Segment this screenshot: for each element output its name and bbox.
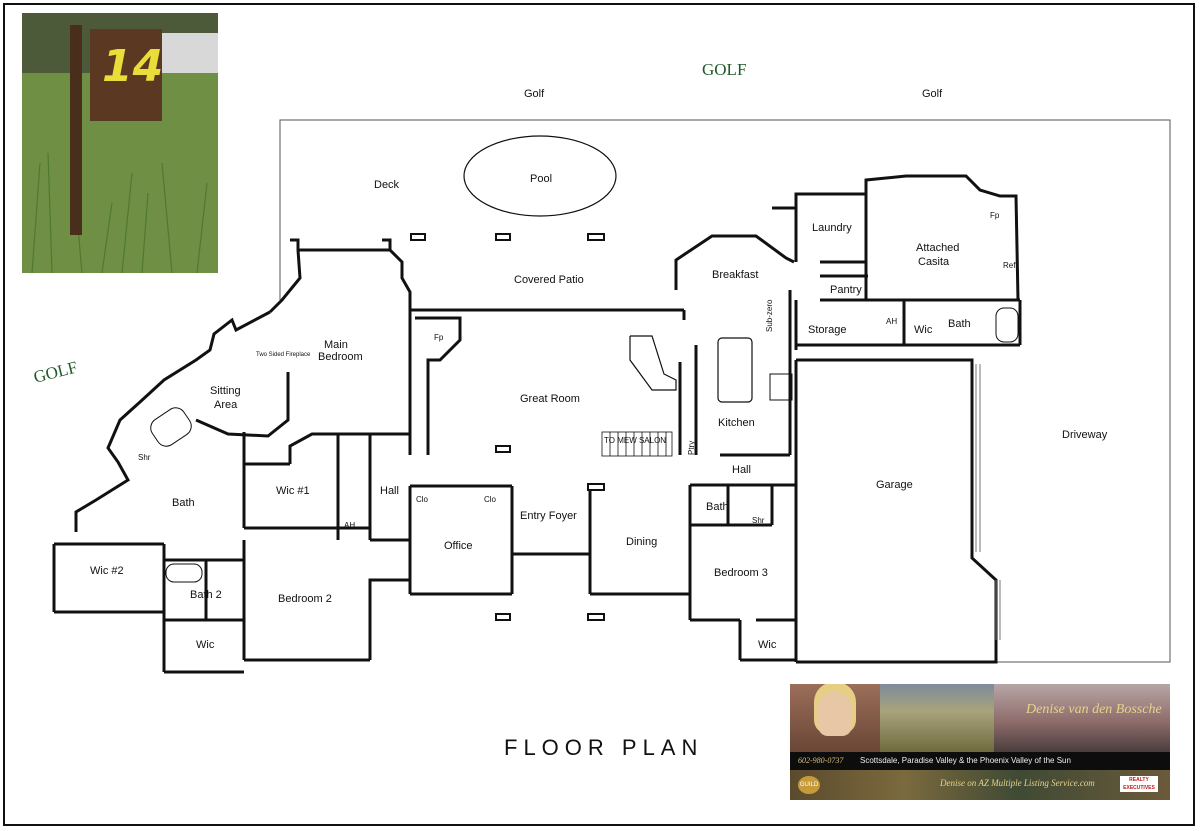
- ah-left-label: AH: [344, 521, 355, 530]
- golf-label-left: Golf: [524, 88, 545, 100]
- sitting-area-label-1: Sitting: [210, 385, 241, 397]
- wic-3-label: Wic: [758, 639, 777, 651]
- office-label: Office: [444, 540, 473, 552]
- shower-3-label: Shr: [752, 516, 765, 525]
- sub-zero-label: Sub-zero: [765, 299, 774, 332]
- desert-photo: [880, 684, 994, 752]
- banner-strip: 602-980-0737 Scottsdale, Paradise Valley…: [790, 752, 1170, 770]
- casita-bath-label: Bath: [948, 318, 971, 330]
- agent-phone: 602-980-0737: [798, 756, 844, 765]
- banner-bottom: Denise on AZ Multiple Listing Service.co…: [790, 770, 1170, 800]
- pool-outline: [463, 135, 617, 217]
- main-bedroom-label-1: Main: [324, 339, 348, 351]
- page-frame: [3, 3, 1195, 826]
- lot-number-label: 14: [102, 41, 164, 92]
- dining-label: Dining: [626, 536, 657, 548]
- mls-tagline: Denise on AZ Multiple Listing Service.co…: [940, 778, 1095, 788]
- attached-casita-label-1: Attached: [916, 242, 959, 254]
- bath-2-label: Bath 2: [190, 589, 222, 601]
- wic-2-label: Wic #2: [90, 565, 124, 577]
- refrigerator-label: Ref: [1003, 261, 1016, 270]
- casita-ah-label: AH: [886, 317, 897, 326]
- golf-label-right: Golf: [922, 88, 943, 100]
- hall-right-label: Hall: [732, 464, 751, 476]
- laundry-label: Laundry: [812, 222, 852, 234]
- great-room-label: Great Room: [520, 393, 580, 405]
- breakfast-label: Breakfast: [712, 269, 758, 281]
- golf-label-top: GOLF: [702, 60, 747, 79]
- wic-bedroom-2-label: Wic: [196, 639, 215, 651]
- pool-label: Pool: [530, 173, 552, 185]
- agent-banner: Denise van den Bossche 602-980-0737 Scot…: [790, 684, 1170, 800]
- closet-2-label: Clo: [484, 495, 497, 504]
- pantry-small-label: Ptry: [687, 441, 696, 455]
- agent-photo: [790, 684, 880, 752]
- mountain-photo: [994, 684, 1170, 752]
- casita-fireplace-label: Fp: [990, 211, 1000, 220]
- wic-1-label: Wic #1: [276, 485, 310, 497]
- lot-sign-photo: 14: [22, 13, 218, 273]
- bedroom-3-label: Bedroom 3: [714, 567, 768, 579]
- sitting-area-label-2: Area: [214, 399, 238, 411]
- hall-left-label: Hall: [380, 485, 399, 497]
- to-mew-salon-label: TO MEW SALON: [604, 436, 666, 445]
- casita-wic-label: Wic: [914, 324, 933, 336]
- service-area: Scottsdale, Paradise Valley & the Phoeni…: [860, 756, 1071, 765]
- driveway-label: Driveway: [1062, 429, 1108, 441]
- main-shower-label: Shr: [138, 453, 151, 462]
- main-bath-label: Bath: [172, 497, 195, 509]
- storage-label: Storage: [808, 324, 847, 336]
- realty-executives-logo: REALTY EXECUTIVES: [1120, 776, 1158, 792]
- closet-1-label: Clo: [416, 495, 429, 504]
- bedroom-2-label: Bedroom 2: [278, 593, 332, 605]
- main-fireplace-label: Fp: [434, 333, 444, 342]
- entry-foyer-label: Entry Foyer: [520, 510, 577, 522]
- kitchen-label: Kitchen: [718, 417, 755, 429]
- deck-label: Deck: [374, 179, 400, 191]
- attached-casita-label-2: Casita: [918, 256, 950, 268]
- two-sided-fireplace-label: Two Sided Fireplace: [256, 352, 311, 358]
- floor-plan-title: FLOOR PLAN: [504, 735, 704, 760]
- pantry-label: Pantry: [830, 284, 862, 296]
- garage-label: Garage: [876, 479, 913, 491]
- covered-patio-label: Covered Patio: [514, 274, 584, 286]
- agent-name: Denise van den Bossche: [1026, 702, 1162, 717]
- bath-3-label: Bath: [706, 501, 729, 513]
- guild-logo: GUILD: [798, 776, 820, 794]
- main-bedroom-label-2: Bedroom: [318, 351, 363, 363]
